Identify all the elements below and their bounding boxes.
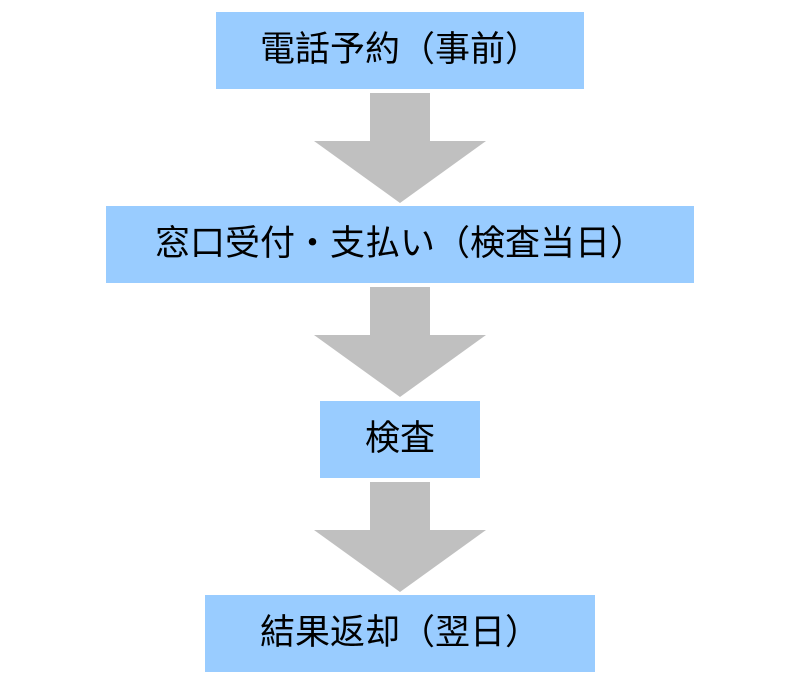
step-label: 結果返却（翌日） bbox=[259, 613, 540, 653]
step-box-examination: 検査 bbox=[320, 401, 480, 478]
step-box-reception-payment: 窓口受付・支払い（検査当日） bbox=[106, 206, 694, 283]
down-arrow-icon bbox=[314, 482, 486, 592]
step-box-phone-reservation: 電話予約（事前） bbox=[216, 12, 584, 89]
down-arrow-icon bbox=[314, 93, 486, 203]
step-label: 窓口受付・支払い（検査当日） bbox=[154, 224, 645, 264]
step-box-results-return: 結果返却（翌日） bbox=[205, 595, 595, 672]
step-label: 検査 bbox=[364, 419, 435, 459]
down-arrow-icon bbox=[314, 287, 486, 397]
step-label: 電話予約（事前） bbox=[259, 30, 540, 70]
